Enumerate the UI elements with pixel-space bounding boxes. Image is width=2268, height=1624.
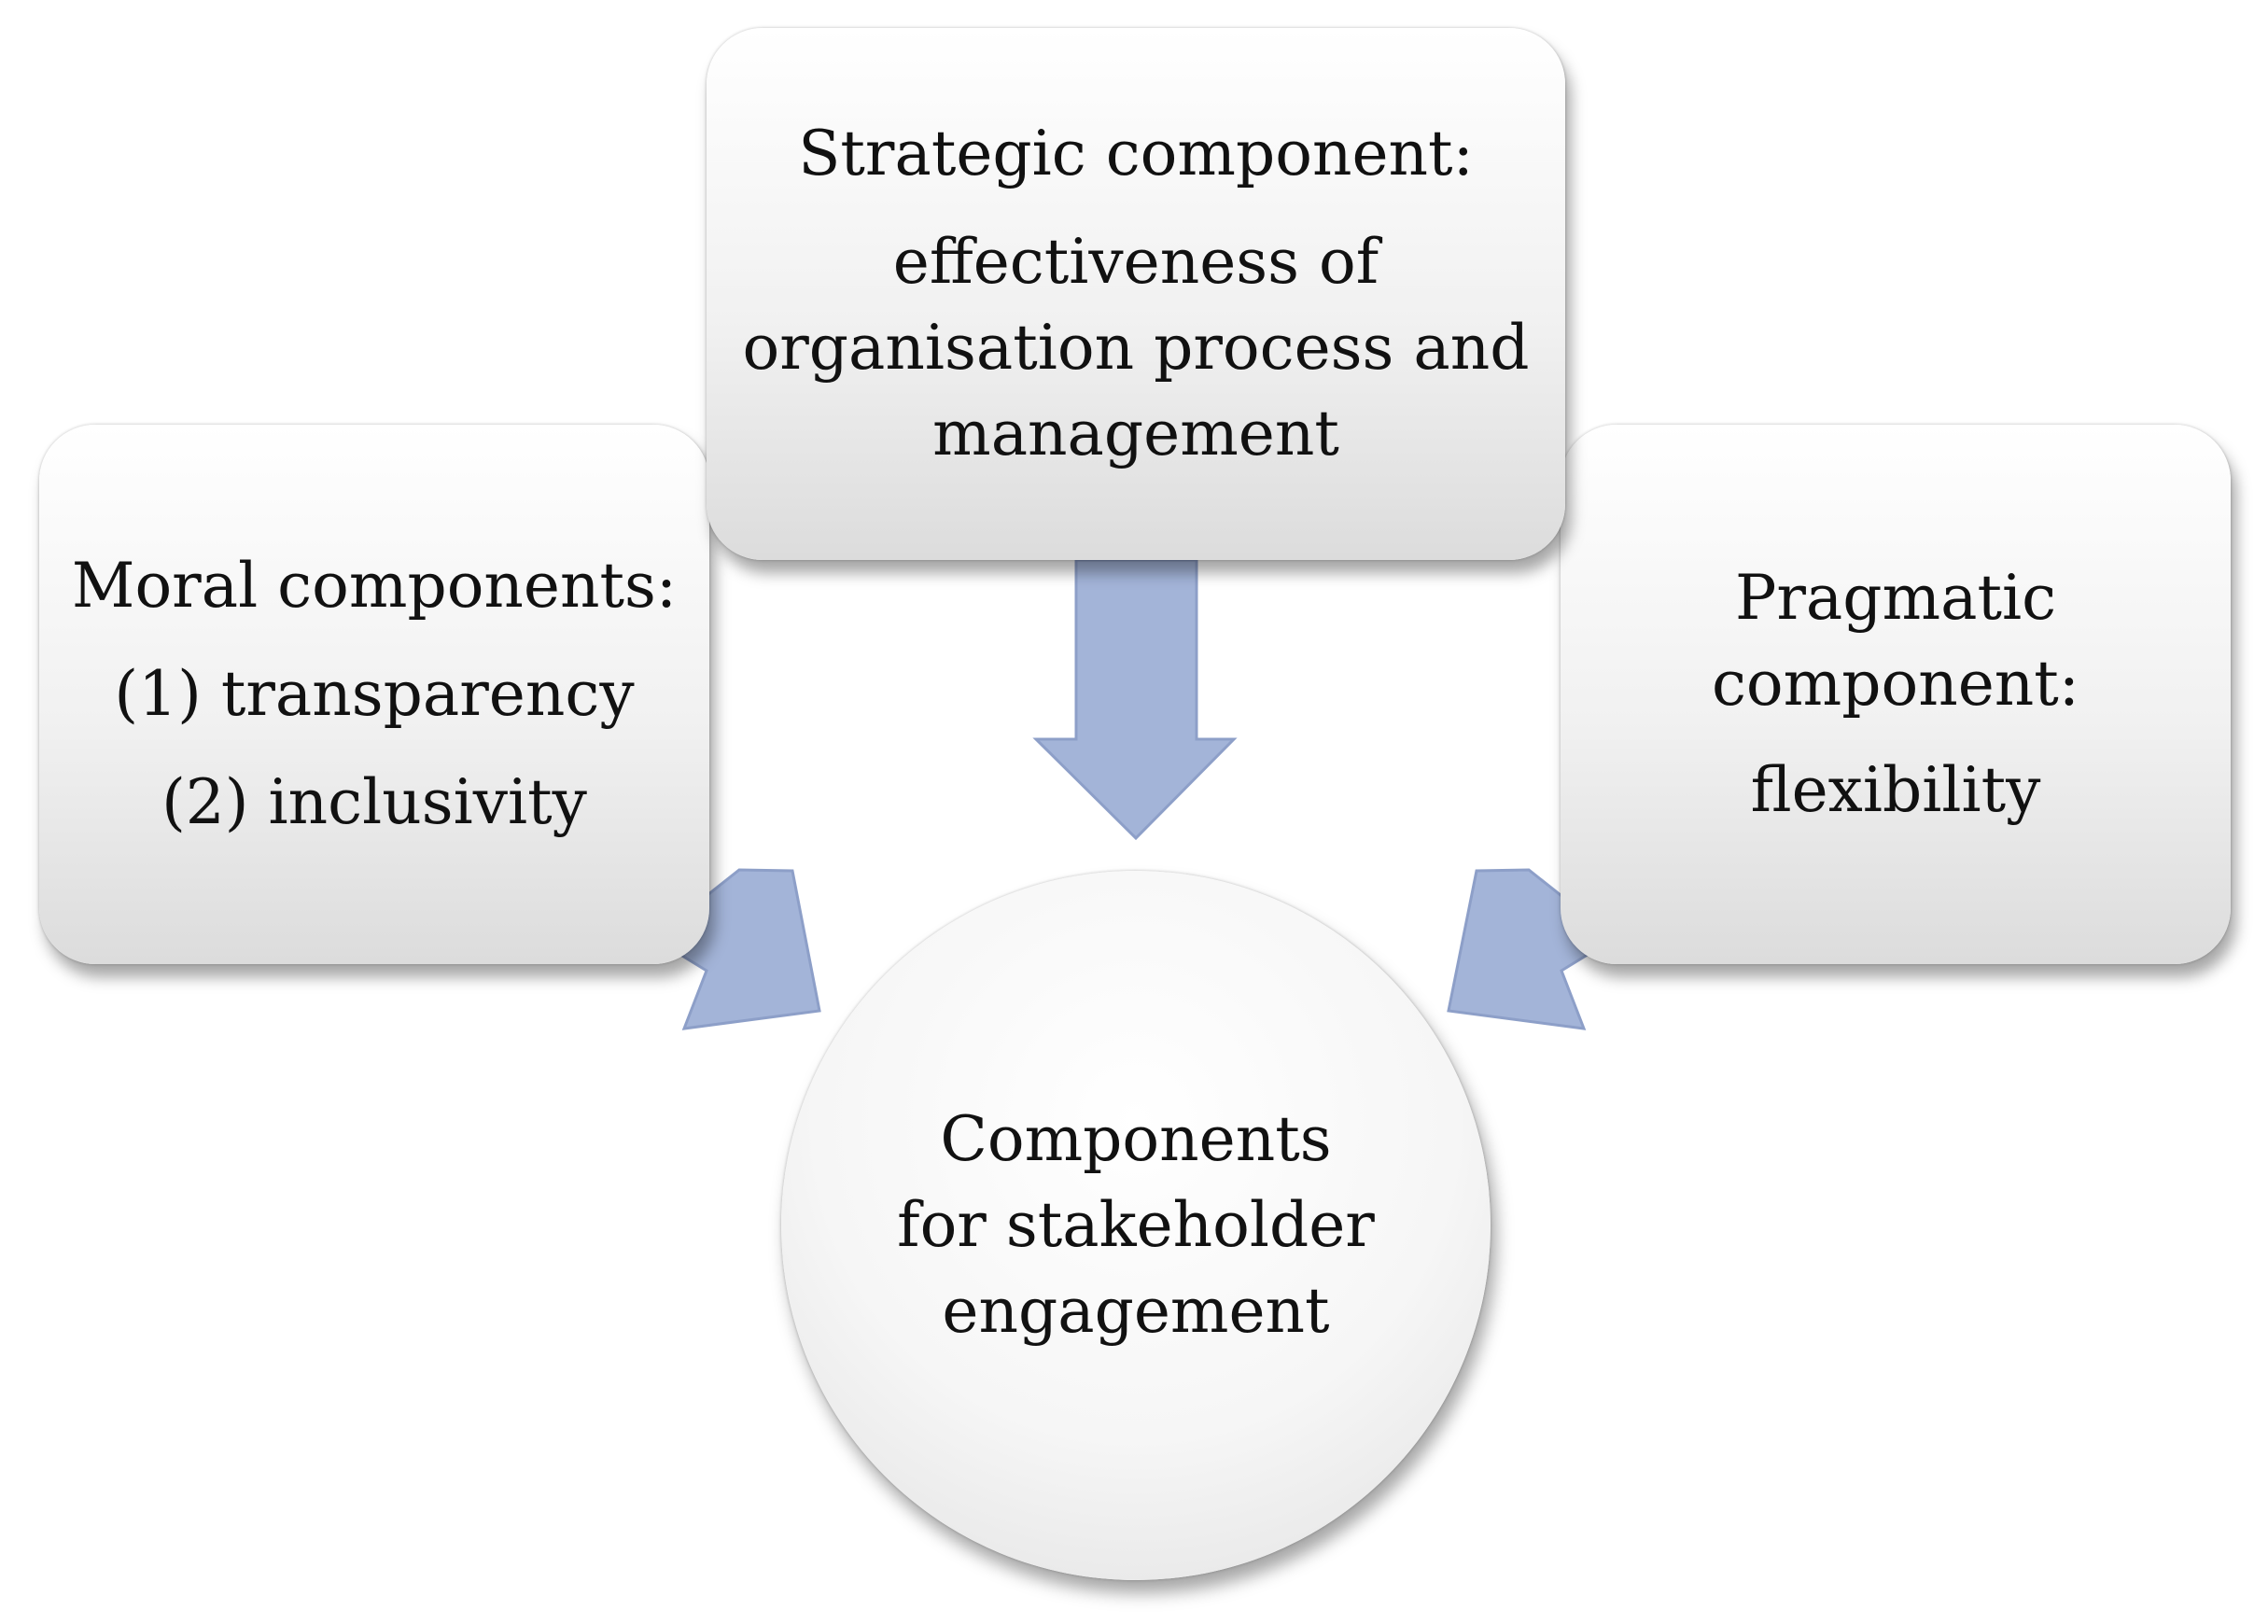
pragmatic-component-box: Pragmatic component: flexibility	[1561, 425, 2231, 964]
arrow-strategic-to-center	[1032, 558, 1238, 841]
moral-title: Moral components:	[71, 550, 678, 622]
center-line-2: for stakeholder	[897, 1189, 1375, 1261]
strategic-line-2: organisation process and	[742, 312, 1530, 384]
strategic-title: Strategic component:	[798, 118, 1474, 189]
strategic-component-box: Strategic component: effectiveness of or…	[707, 28, 1565, 560]
center-circle: Components for stakeholder engagement	[781, 871, 1491, 1580]
moral-item-inclusivity: (2) inclusivity	[161, 766, 587, 838]
strategic-line-1: effectiveness of	[892, 226, 1379, 298]
pragmatic-title-line-2: component:	[1711, 648, 2080, 720]
pragmatic-title-line-1: Pragmatic	[1734, 562, 2057, 634]
pragmatic-item-flexibility: flexibility	[1750, 754, 2041, 826]
center-line-1: Components	[940, 1103, 1332, 1175]
strategic-line-3: management	[932, 398, 1339, 469]
moral-item-transparency: (1) transparency	[114, 658, 635, 730]
center-line-3: engagement	[942, 1275, 1330, 1347]
moral-components-box: Moral components: (1) transparency (2) i…	[39, 425, 709, 964]
